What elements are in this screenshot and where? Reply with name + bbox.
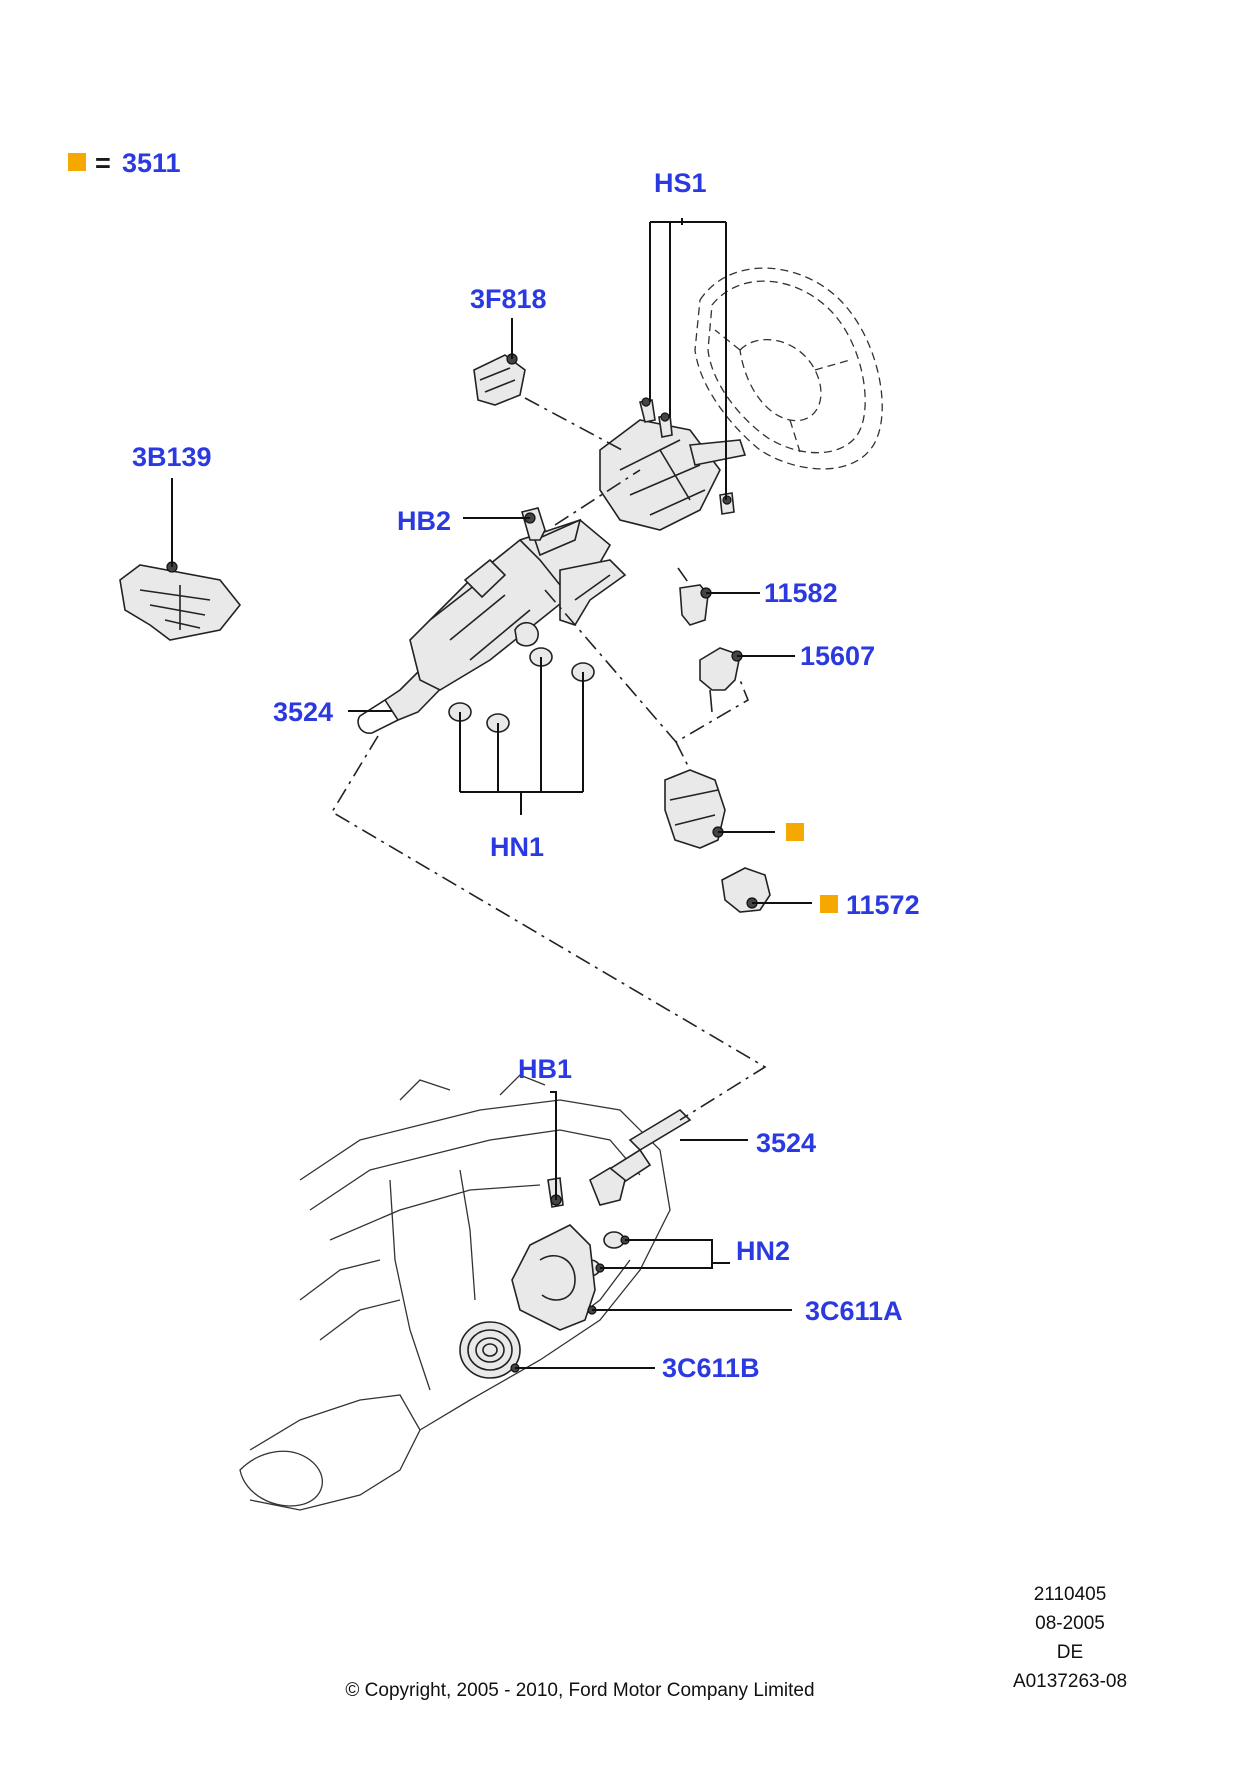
callout-labels: HS1 3F818 3B139 HB2 11582 15607 3524 HN1…: [132, 168, 920, 1383]
stamp-number: 2110405: [1033, 1584, 1107, 1605]
stamp-ref: A0137263-08: [1012, 1671, 1128, 1692]
part-3c611b: [459, 1321, 521, 1379]
label-11572: 11572: [846, 890, 920, 920]
legend-value: 3511: [122, 148, 181, 178]
label-3524-bottom: 3524: [756, 1128, 816, 1158]
vehicle-body-outline: [239, 1074, 671, 1511]
label-3f818: 3F818: [470, 284, 547, 314]
label-hn1: HN1: [490, 832, 544, 862]
screws-hs1: [639, 397, 735, 515]
label-3c611b: 3C611B: [662, 1353, 760, 1383]
legend: = 3511: [68, 148, 181, 178]
label-3c611a: 3C611A: [805, 1296, 903, 1326]
label-3524-top: 3524: [273, 697, 333, 727]
marker-3511: [786, 823, 804, 841]
label-3b139: 3B139: [132, 442, 212, 472]
stamp-date: 08-2005: [1035, 1613, 1105, 1634]
phantom-lines: [330, 397, 767, 1121]
label-11582: 11582: [764, 578, 838, 608]
bolt-hb2: [521, 507, 546, 541]
part-3f818: [473, 353, 526, 406]
diagram-stamp: 2110405 08-2005 DE A0137263-08: [1000, 1580, 1140, 1696]
part-3c611a: [511, 1224, 597, 1331]
part-3b139: [119, 561, 242, 641]
part-3511: [664, 769, 726, 849]
label-hb1: HB1: [518, 1054, 572, 1084]
steering-wheel-outline: [694, 267, 883, 470]
label-hs1: HS1: [654, 168, 707, 198]
label-15607: 15607: [800, 641, 875, 671]
upper-column-assembly: [357, 419, 747, 734]
marker-11572: [820, 895, 838, 913]
lower-shaft-3524: [589, 1108, 692, 1206]
stamp-lang: DE: [1056, 1642, 1084, 1663]
legend-equals: =: [95, 148, 111, 178]
leader-lines: [171, 218, 812, 1369]
copyright-notice: © Copyright, 2005 - 2010, Ford Motor Com…: [345, 1680, 815, 1701]
label-hb2: HB2: [397, 506, 451, 536]
part-15607: [699, 647, 743, 713]
part-11572: [721, 867, 771, 913]
legend-marker: [68, 153, 86, 171]
part-11582: [679, 584, 712, 626]
label-hn2: HN2: [736, 1236, 790, 1266]
